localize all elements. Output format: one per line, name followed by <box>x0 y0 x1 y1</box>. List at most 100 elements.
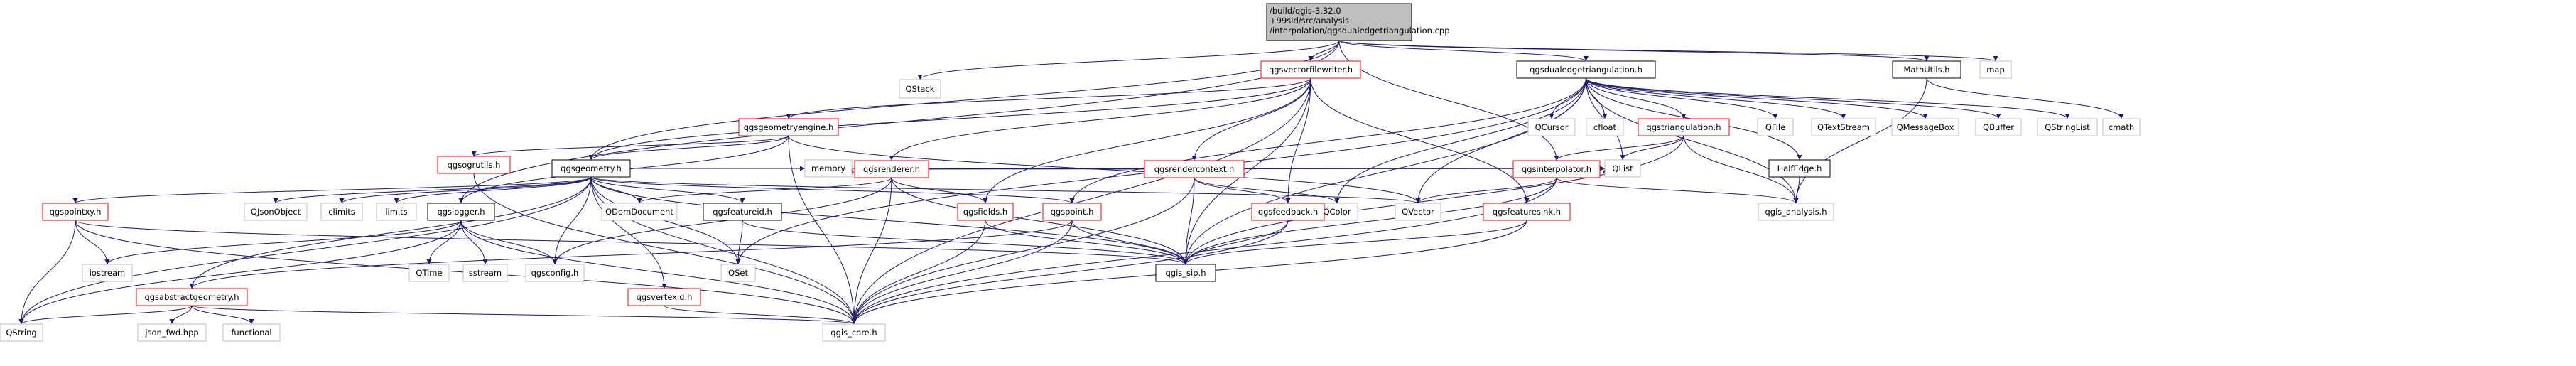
node-box <box>42 203 109 221</box>
edge-qgsdualedgetriangulation-to-qgis_analysis <box>1586 77 1799 204</box>
edge-qgsvectorfilewriter-to-qgsfeedback <box>1285 77 1311 204</box>
edge-qgsgeometry-to-qgsconfig <box>552 176 592 265</box>
edge-qgsinterpolator-to-qgis_core <box>851 177 1557 325</box>
edge-qgsgeometry-to-qgsfeatureid <box>590 176 745 204</box>
edge-qgsgeometry-to-qgsabstractgeometry <box>189 176 592 289</box>
node-label: qgsconfig.h <box>531 268 579 278</box>
node-label: qgsfeaturesink.h <box>1493 207 1561 217</box>
node-label: QList <box>1612 163 1633 173</box>
node-QBuffer: QBuffer <box>1975 118 2022 136</box>
node-label: json_fwd.hpp <box>144 328 198 338</box>
edge-qgsvectorfilewriter-to-qgsgeometryengine <box>786 77 1311 119</box>
node-box <box>244 203 308 221</box>
root-label-line: /interpolation/qgsdualedgetriangulation.… <box>1270 26 1450 36</box>
node-label: qgspointxy.h <box>50 207 102 217</box>
node-qgslogger[interactable]: qgslogger.h <box>427 203 495 221</box>
node-box <box>2102 118 2141 136</box>
node-qgsvertexid[interactable]: qgsvertexid.h <box>627 288 701 306</box>
node-label: qgis_analysis.h <box>1765 207 1827 217</box>
root-label-line: +99sid/src/analysis <box>1270 16 1349 26</box>
node-label: cmath <box>2109 122 2134 132</box>
node-qgspoint[interactable]: qgspoint.h <box>1042 203 1102 221</box>
node-box <box>1768 159 1831 178</box>
node-qgsgeometry[interactable]: qgsgeometry.h <box>551 159 631 178</box>
edge-qgsrenderer-to-qgsconfig <box>552 177 892 265</box>
node-QList: QList <box>1604 159 1641 178</box>
node-QString: QString <box>0 323 43 342</box>
edge-MathUtils-to-cmath <box>1926 77 2124 119</box>
node-box <box>899 79 941 99</box>
edge-qgstriangulation-to-qgsinterpolator <box>1554 135 1684 161</box>
edge-qgslogger-to-QTime <box>426 220 462 265</box>
node-cfloat: cfloat <box>1586 118 1624 136</box>
node-box <box>320 203 363 221</box>
node-HalfEdge[interactable]: HalfEdge.h <box>1768 159 1831 178</box>
edge-qgsfeedback-to-qgis_core <box>851 220 1289 325</box>
node-box <box>408 264 450 282</box>
node-root[interactable]: /build/qgis-3.32.0+99sid/src/analysis/in… <box>1266 3 1450 41</box>
node-qgsrendercontext[interactable]: qgsrendercontext.h <box>1144 160 1245 178</box>
edge-qgsgeometry-to-qgspointxy <box>72 176 592 204</box>
node-QTime: QTime <box>408 264 450 282</box>
node-qgspointxy[interactable]: qgspointxy.h <box>42 203 109 221</box>
node-qgsgeometryengine[interactable]: qgsgeometryengine.h <box>738 118 839 136</box>
node-label: QStack <box>906 84 935 94</box>
edge-qgsdualedgetriangulation-to-QColor <box>1334 77 1586 204</box>
node-QStack: QStack <box>899 79 941 99</box>
node-box <box>854 160 929 178</box>
node-box <box>627 288 701 306</box>
edge-qgsdualedgetriangulation-to-qgstriangulation <box>1586 77 1687 119</box>
node-label: qgsdualedgetriangulation.h <box>1530 65 1643 75</box>
edge-qgslogger-to-QString <box>18 220 462 325</box>
node-qgsfields[interactable]: qgsfields.h <box>957 203 1014 221</box>
node-qgsfeedback[interactable]: qgsfeedback.h <box>1251 203 1325 221</box>
edge-qgsgeometryengine-to-QVector <box>788 135 1421 204</box>
node-box <box>1516 60 1656 79</box>
node-label: qgsvertexid.h <box>637 292 693 302</box>
node-MathUtils[interactable]: MathUtils.h <box>1892 60 1961 79</box>
node-QTextStream: QTextStream <box>1811 118 1876 136</box>
node-qgis_sip[interactable]: qgis_sip.h <box>1155 264 1216 282</box>
node-qgstriangulation[interactable]: qgstriangulation.h <box>1638 118 1730 136</box>
node-box <box>1979 60 2012 79</box>
node-box <box>137 323 207 342</box>
node-box <box>1512 160 1601 178</box>
node-label: QSet <box>728 268 748 278</box>
node-qgsfeaturesink[interactable]: qgsfeaturesink.h <box>1483 203 1571 221</box>
node-box <box>1638 118 1730 136</box>
edge-qgsabstractgeometry-to-QString <box>18 305 193 325</box>
node-label: map <box>1986 65 2005 75</box>
node-qgsdualedgetriangulation[interactable]: qgsdualedgetriangulation.h <box>1516 60 1656 79</box>
edge-qgsfeatureid-to-qgis_sip <box>742 220 1189 265</box>
node-box <box>1604 159 1641 178</box>
node-qgsabstractgeometry[interactable]: qgsabstractgeometry.h <box>136 288 248 306</box>
edge-root-to-qgsinterpolator <box>1338 40 1559 161</box>
node-label: qgsinterpolator.h <box>1522 164 1591 174</box>
node-qgsogrutils[interactable]: qgsogrutils.h <box>437 156 511 174</box>
node-label: QFile <box>1765 122 1785 132</box>
node-qgis_analysis: qgis_analysis.h <box>1758 203 1834 221</box>
node-box <box>1251 203 1325 221</box>
edge-qgsinterpolator-to-qgis_sip <box>1183 177 1557 265</box>
node-qgsvectorfilewriter[interactable]: qgsvectorfilewriter.h <box>1260 60 1361 79</box>
node-qgsinterpolator[interactable]: qgsinterpolator.h <box>1512 160 1601 178</box>
edge-qgsvectorfilewriter-to-qgsrenderer <box>889 77 1311 161</box>
node-QMessageBox: QMessageBox <box>1891 118 1959 136</box>
node-qgsrenderer[interactable]: qgsrenderer.h <box>854 160 929 178</box>
node-box <box>437 156 511 174</box>
edge-qgsgeometry-to-QVector <box>590 176 1421 204</box>
edge-qgspoint-to-qgis_sip <box>1071 220 1189 265</box>
node-qgsfeatureid[interactable]: qgsfeatureid.h <box>703 203 782 221</box>
node-label: qgsgeometry.h <box>561 163 622 173</box>
node-label: iostream <box>90 268 126 278</box>
edge-qgsfeatureid-to-QSet <box>735 220 743 265</box>
node-box <box>1042 203 1102 221</box>
node-label: qgsfields.h <box>963 207 1007 217</box>
node-cmath: cmath <box>2102 118 2141 136</box>
node-label: qgsrendercontext.h <box>1154 164 1235 174</box>
edge-qgsdualedgetriangulation-to-QMessageBox <box>1586 77 1928 119</box>
node-QVector: QVector <box>1395 203 1441 221</box>
edge-qgstriangulation-to-qgis_sip <box>1183 135 1684 265</box>
edge-qgslogger-to-qgis_core <box>460 220 857 325</box>
